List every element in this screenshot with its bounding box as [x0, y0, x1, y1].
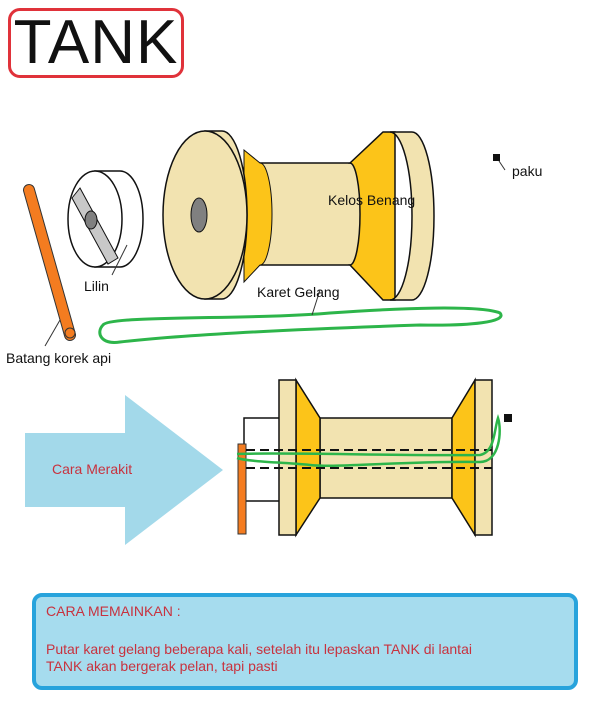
assembly-arrow: Cara Merakit [25, 395, 223, 545]
spool-assembled [236, 377, 512, 538]
label-spool: Kelos Benang [328, 192, 415, 208]
label-nail: paku [512, 163, 542, 179]
nail-icon [504, 414, 512, 422]
label-assembly: Cara Merakit [52, 461, 132, 477]
label-matchstick: Batang korek api [6, 350, 111, 366]
instructions-box: CARA MEMAINKAN : Putar karet gelang bebe… [32, 593, 578, 690]
instructions-line: TANK akan bergerak pelan, tapi pasti [46, 658, 278, 674]
nail-icon [493, 154, 500, 161]
label-rubber-band: Karet Gelang [257, 284, 340, 300]
instructions-heading: CARA MEMAINKAN : [46, 603, 181, 619]
instructions-line: Putar karet gelang beberapa kali, setela… [46, 641, 472, 657]
matchstick [23, 184, 76, 341]
page-title: TANK [13, 8, 179, 77]
candle [67, 170, 144, 276]
spool-3d [162, 130, 506, 301]
rubber-band [98, 306, 503, 344]
label-candle: Lilin [84, 278, 109, 294]
title-box: TANK [8, 8, 184, 78]
